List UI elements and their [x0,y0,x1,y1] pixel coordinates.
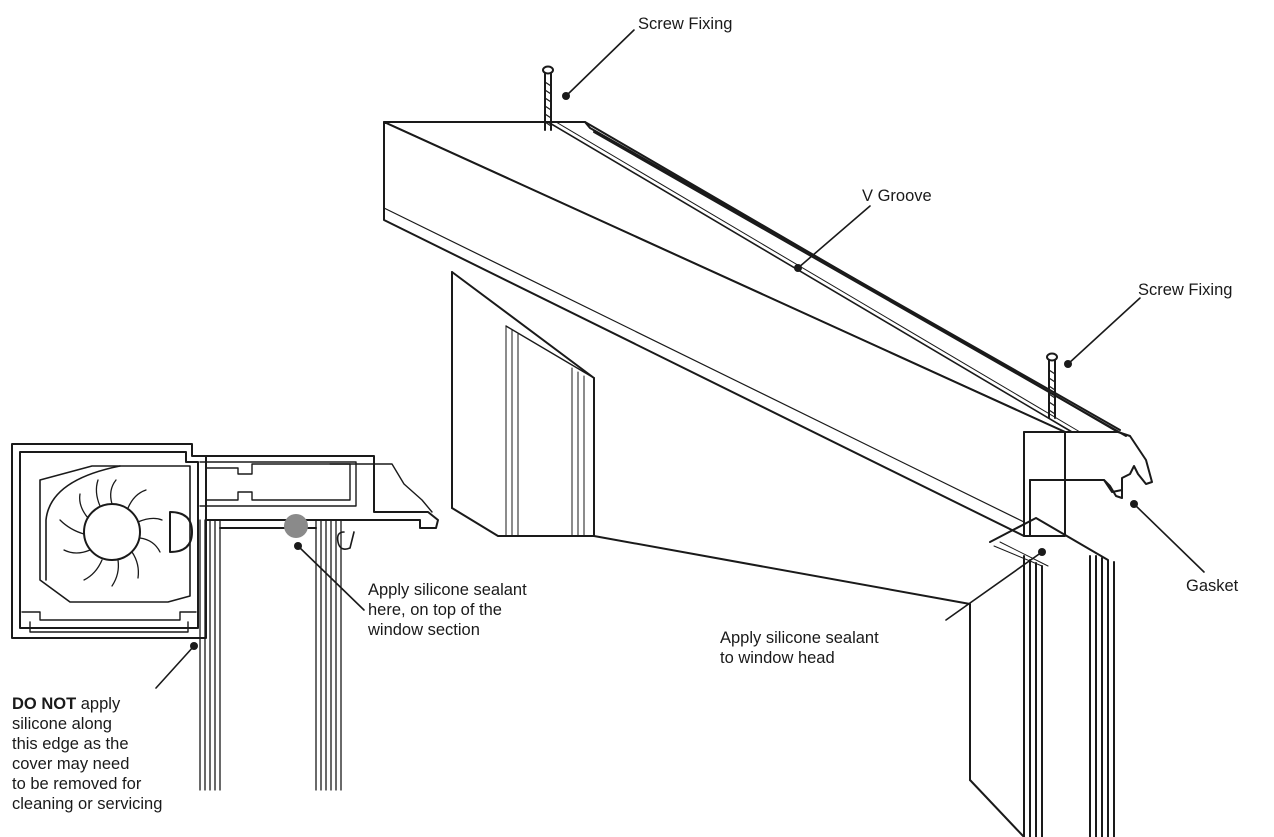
label-sealant-section-line-1: Apply silicone sealant [368,581,527,599]
label-sealant-section-line-2: here, on top of the [368,601,502,619]
cover-rear-lip-inner [593,131,1127,437]
housing-outline [11,443,207,639]
v-groove-line-1 [547,121,1073,433]
label-sealant-head-line-1: Apply silicone sealant [720,629,879,647]
screw-right [1046,352,1058,419]
leader-dots [190,92,1138,650]
label-screw-fixing-top: Screw Fixing [638,15,733,33]
label-screw-fixing-right: Screw Fixing [1138,281,1233,299]
label-do-not-line-5: to be removed for [12,775,142,793]
glazing-right [315,519,342,791]
frame-box-inner [199,461,357,507]
leader-v-groove [797,205,871,269]
label-do-not-line-6: cleaning or servicing [12,795,163,813]
leader-screw-right [1067,297,1141,365]
cross-section [11,443,439,791]
window-frame-top-1 [993,545,1043,567]
cover-front-face-bottom-edge [383,207,1025,523]
clip [336,531,355,550]
roller-blades [59,479,163,587]
hub-cap [169,511,193,553]
frame-box-core [205,463,351,501]
curved-guide [45,465,121,581]
label-do-not-line-3: this edge as the [12,735,129,753]
chamber [39,465,191,603]
leader-sealant-head [945,551,1043,621]
underside-long-slope [593,535,971,781]
cover-profile-isometric [383,121,1153,537]
window-frame-bottom [969,779,1025,837]
label-sealant-section: Apply silicone sealant here, on top of t… [368,580,527,640]
screw-top [542,65,554,131]
label-sealant-window-head: Apply silicone sealant to window head [720,628,879,668]
label-gasket: Gasket [1186,577,1239,595]
bottom-channel [21,611,197,621]
label-v-groove: V Groove [862,187,932,205]
label-sealant-head-line-2: to window head [720,649,835,667]
window-head-frame [969,517,1115,837]
label-do-not-line-1-rest: apply [76,695,121,713]
label-do-not-line-2: silicone along [12,715,112,733]
bottom-channel-2 [29,621,189,633]
window-frame-back [989,517,1109,837]
label-do-not-line-1: DO NOT apply [12,694,162,714]
gasket-shape [1103,479,1123,499]
leader-gasket [1133,503,1205,573]
glazing-left [199,519,221,791]
drip-lip [329,463,433,513]
frame-box-outer [193,455,439,529]
cover-underside [451,271,971,781]
cover-rear-lip [584,121,1121,431]
label-sealant-section-line-3: window section [368,621,480,639]
leader-sealant-section [297,545,365,611]
leader-lines [155,29,1205,689]
leader-do-not [155,645,195,689]
window-frame-top-2 [999,541,1049,567]
leader-screw-top [565,29,635,97]
label-do-not-apply: DO NOT apply silicone along this edge as… [12,694,162,814]
v-groove-line-2 [555,121,1081,433]
label-do-not-emphasis: DO NOT [12,695,77,713]
label-do-not-line-4: cover may need [12,755,130,773]
underside-top [505,325,595,379]
sealant-dot [284,514,308,538]
housing-inner [19,451,199,629]
